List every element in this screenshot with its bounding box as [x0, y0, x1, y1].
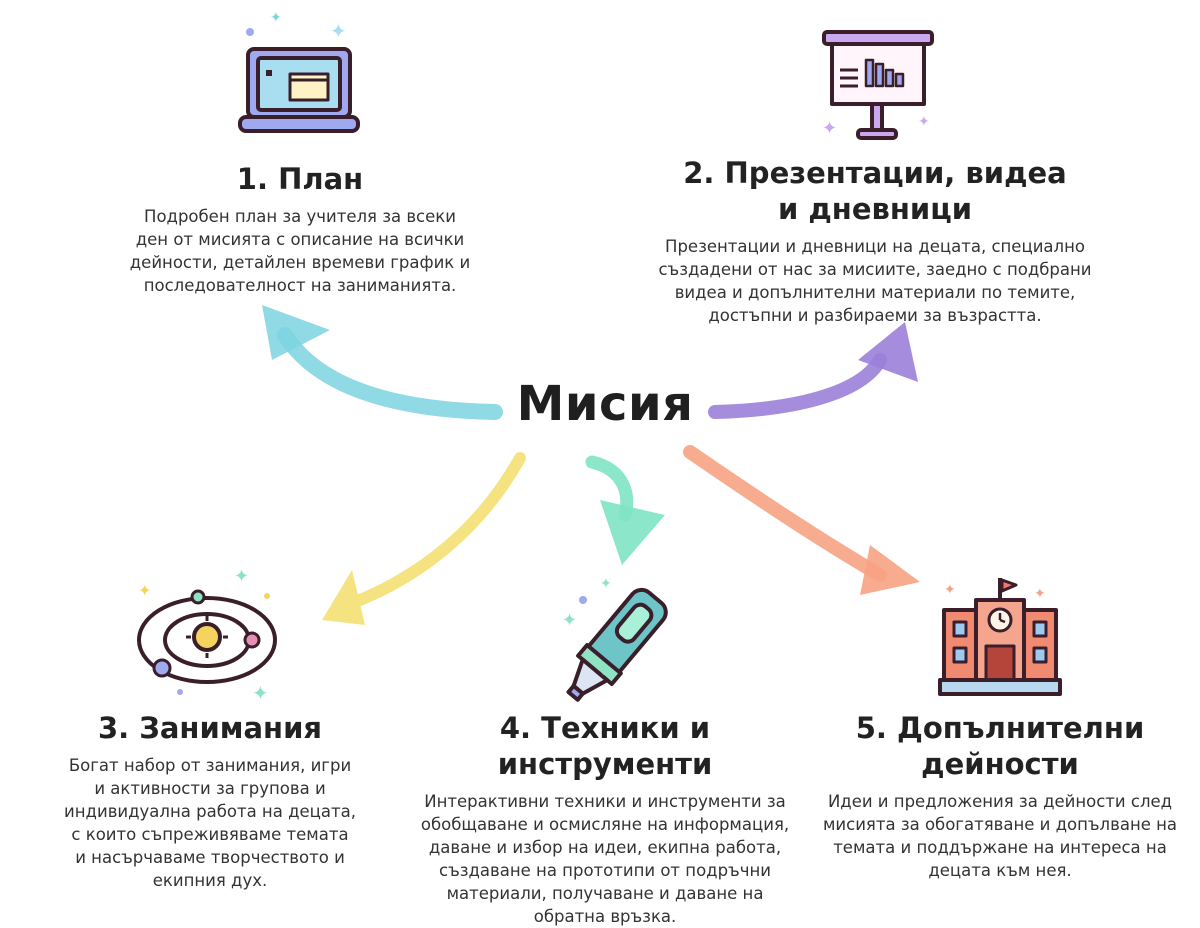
- description-line: с които съпреживяваме темата: [71, 825, 349, 844]
- marker-icon: [566, 587, 668, 702]
- description-line: децата към нея.: [928, 861, 1072, 880]
- description-line: обобщаване и осмисляне на информация,: [420, 815, 790, 834]
- sparkle-icon: ✦: [234, 566, 249, 587]
- description-line: Подробен план за учителя за всеки: [144, 207, 456, 226]
- arrow-to-presentations: [708, 322, 918, 419]
- description-line: и насърчаваме творчеството и: [75, 848, 345, 867]
- sparkle-icon: ✦: [918, 114, 930, 130]
- node-description: Подробен план за учителя за всеки ден от…: [120, 205, 480, 297]
- description-line: даване и избор на идеи, екипна работа,: [428, 838, 782, 857]
- sparkle-icon: ✦: [270, 10, 282, 26]
- node-title: 1. План: [236, 162, 364, 196]
- dot-icon: [579, 596, 587, 604]
- laptop-icon: [238, 47, 360, 133]
- dot-icon: [602, 669, 608, 675]
- description-line: Презентации и дневници на децата, специа…: [665, 237, 1085, 256]
- dot-icon: [177, 689, 183, 695]
- node-extra-activities: 5. Допълнителни дейности Идеи и предложе…: [815, 710, 1185, 882]
- description-line: Идеи и предложения за дейности след: [827, 792, 1173, 811]
- description-line: темата и поддържане на интереса на: [833, 838, 1167, 857]
- description-line: последователност на заниманията.: [143, 276, 457, 295]
- presentation-board-icon: [822, 30, 934, 140]
- description-line: мисията за обогатяване и допълване на: [822, 815, 1178, 834]
- arrow-to-extra: [683, 445, 920, 595]
- description-line: екипния дух.: [152, 871, 268, 890]
- node-description: Интерактивни техники и инструменти за об…: [400, 790, 810, 928]
- node-title: 2. Презентации, видеа и дневници: [683, 156, 1067, 226]
- arrow-to-plan: [262, 305, 503, 420]
- sparkle-icon: ✦: [1034, 586, 1046, 602]
- sparkle-icon: ✦: [252, 681, 269, 705]
- node-description: Презентации и дневници на децата, специа…: [640, 235, 1110, 327]
- description-line: обратна връзка.: [533, 907, 677, 926]
- center-title: Мисия: [516, 376, 694, 432]
- description-line: материали, получаване и даване на: [446, 884, 764, 903]
- sparkle-icon: ✦: [330, 19, 347, 43]
- node-techniques: 4. Техники и инструменти Интерактивни те…: [400, 710, 810, 928]
- node-title: 4. Техники и инструменти: [497, 711, 713, 781]
- sun-rays-icon: [186, 616, 228, 658]
- arrow-to-activities: [322, 452, 526, 625]
- node-description: Идеи и предложения за дейности след миси…: [815, 790, 1185, 882]
- description-line: ден от мисията с описание на всички: [135, 230, 465, 249]
- sparkle-icon: ✦: [138, 581, 151, 600]
- arrow-to-techniques: [585, 455, 665, 565]
- sparkle-icon: ✦: [944, 582, 956, 598]
- description-line: достъпни и разбираеми за възрастта.: [708, 306, 1042, 325]
- school-building-icon: [938, 578, 1062, 696]
- sparkle-icon: ✦: [562, 610, 577, 631]
- node-title: 5. Допълнителни дейности: [855, 711, 1145, 781]
- dot-icon: [246, 28, 254, 36]
- node-presentations: 2. Презентации, видеа и дневници Презент…: [640, 155, 1110, 327]
- description-line: създадени от нас за мисиите, заедно с по…: [658, 260, 1092, 279]
- node-activities: 3. Занимания Богат набор от занимания, и…: [50, 710, 370, 892]
- sparkle-icon: ✦: [600, 576, 612, 592]
- sparkle-icon: ✦: [822, 118, 837, 139]
- description-line: дейности, детайлен времеви график и: [129, 253, 471, 272]
- description-line: видеа и допълнителни материали по темите…: [674, 283, 1076, 302]
- description-line: индивидуална работа на децата,: [64, 802, 356, 821]
- node-title: 3. Занимания: [97, 711, 323, 745]
- solar-system-icon: [137, 589, 277, 684]
- node-description: Богат набор от занимания, игри и активно…: [50, 754, 370, 892]
- description-line: Богат набор от занимания, игри: [68, 756, 352, 775]
- description-line: и активности за групова и: [94, 779, 326, 798]
- node-plan: 1. План Подробен план за учителя за всек…: [120, 161, 480, 297]
- description-line: Интерактивни техники и инструменти за: [424, 792, 786, 811]
- dot-icon: [264, 593, 270, 599]
- description-line: създаване на прототипи от подръчни: [439, 861, 771, 880]
